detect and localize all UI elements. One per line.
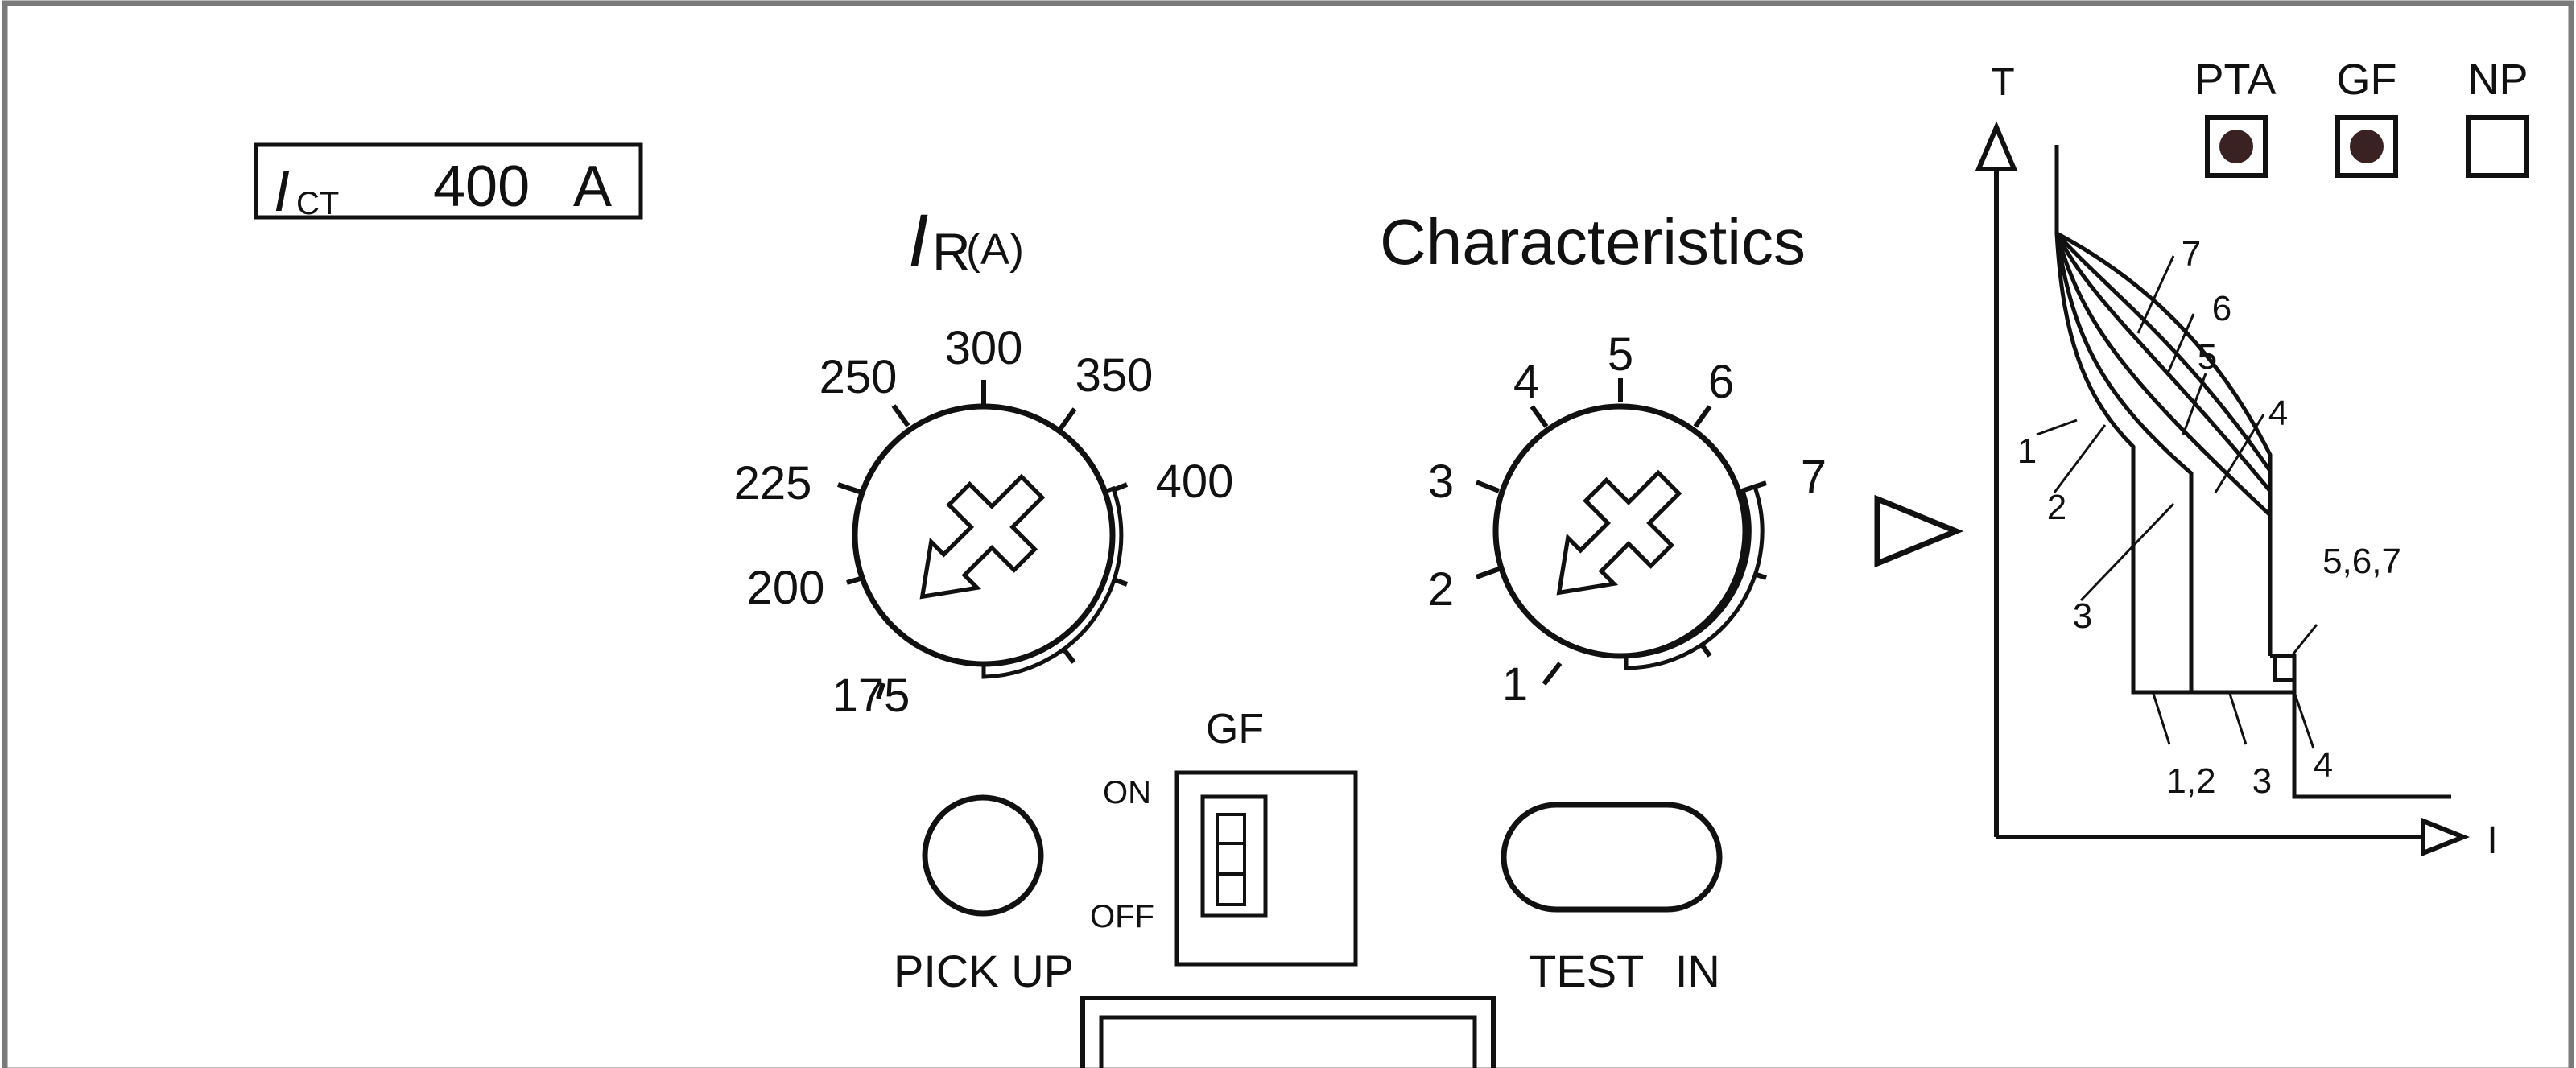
gf-switch-on-label: ON — [1103, 775, 1151, 810]
ir-title-subscript: R — [932, 222, 971, 282]
nameplate-box — [254, 142, 643, 220]
bottom-label-4: 4 — [2314, 745, 2333, 785]
leader-4 — [2214, 414, 2265, 493]
graph-leaders — [2036, 255, 2318, 749]
ir-tick-250 — [891, 404, 910, 427]
ir-tick-label-400: 400 — [1156, 456, 1234, 508]
test-in-button[interactable] — [1501, 802, 1723, 913]
char-tick-label-7: 7 — [1801, 451, 1827, 503]
bottom-label-3: 3 — [2252, 761, 2272, 801]
ir-tick-225 — [837, 482, 863, 495]
ir-tick-350 — [1056, 407, 1077, 433]
indicator-pta: PTA — [2194, 56, 2277, 178]
leader-5 — [2182, 373, 2207, 435]
curve-label-3: 3 — [2073, 596, 2092, 636]
ir-tick-label-300: 300 — [945, 322, 1023, 374]
ir-tick-175 — [876, 682, 886, 699]
curve-7 — [2055, 231, 2273, 515]
char-tick-label-3: 3 — [1428, 456, 1454, 508]
char-dial-scale-arc — [1624, 484, 1765, 670]
char-tick-label-2: 2 — [1428, 563, 1454, 616]
curve-label-2: 2 — [2047, 488, 2066, 527]
graph-x-arrow-icon — [2421, 817, 2471, 857]
leader-b3 — [2228, 693, 2248, 745]
curve-label-1: 1 — [2017, 431, 2037, 471]
leader-2 — [2053, 424, 2107, 493]
tc-graph: T I 1 2 — [1975, 61, 2498, 862]
ir-dial-section: I R (A) 175 200 225 250 300 350 400 — [734, 200, 1234, 722]
nameplate-value: 400 — [433, 155, 530, 219]
indicator-gf-led — [2350, 130, 2384, 163]
nameplate-subscript: CT — [296, 186, 339, 221]
char-tick-label-6: 6 — [1708, 356, 1734, 408]
connector-inner — [1099, 1015, 1477, 1068]
curve-5 — [2054, 232, 2272, 493]
curve-label-5: 5 — [2198, 337, 2217, 377]
ir-tick-label-250: 250 — [819, 351, 898, 403]
curve-label-6: 6 — [2212, 289, 2231, 328]
connector-outer — [1080, 996, 1496, 1068]
nameplate-symbol: I — [274, 159, 290, 224]
triangle-arrow-icon — [1874, 494, 1964, 568]
nameplate-unit: A — [573, 155, 612, 219]
curve-6 — [2055, 232, 2273, 472]
indicator-gf: GF — [2335, 56, 2398, 178]
leader-1 — [2036, 419, 2078, 436]
curve-label-7: 7 — [2182, 234, 2201, 274]
ir-title-unit: (A) — [966, 225, 1024, 274]
test-in-label: TEST IN — [1529, 946, 1720, 996]
char-tick-3 — [1475, 480, 1501, 493]
indicator-np-label: NP — [2467, 56, 2528, 104]
curve-2-3 — [2054, 233, 2194, 692]
step-label-567: 5,6,7 — [2322, 542, 2401, 581]
ir-tick-label-350: 350 — [1075, 349, 1154, 402]
char-tick-1 — [1542, 662, 1563, 686]
pickup-label: PICK UP — [894, 946, 1074, 996]
curve-step-box — [2273, 654, 2297, 682]
char-dial-section: Characteristics 1 2 3 4 5 6 7 — [1380, 206, 1827, 711]
leader-6 — [2165, 313, 2195, 376]
graph-y-axis-label: T — [1991, 61, 2014, 104]
ir-tick-label-225: 225 — [734, 457, 812, 509]
curve-1 — [2054, 145, 2294, 695]
indicator-np: NP — [2466, 56, 2529, 178]
indicator-pta-label: PTA — [2194, 56, 2276, 104]
curve-4 — [2054, 233, 2273, 656]
char-tick-6 — [1693, 405, 1712, 428]
ir-tick-label-175: 175 — [832, 670, 910, 722]
pickup-button[interactable] — [922, 794, 1044, 917]
bottom-label-12: 1,2 — [2166, 761, 2215, 801]
ict-nameplate: I CT 400 A — [254, 142, 643, 224]
leader-b12 — [2152, 693, 2171, 745]
gf-switch: GF ON OFF — [1090, 706, 1358, 967]
graph-y-arrow-icon — [1975, 121, 2018, 171]
indicator-pta-led — [2219, 130, 2253, 163]
char-tick-label-4: 4 — [1513, 356, 1539, 408]
char-tick-label-5: 5 — [1608, 328, 1633, 381]
graph-x-axis-label: I — [2487, 819, 2497, 862]
curve-label-4: 4 — [2268, 394, 2288, 433]
ir-tick-label-200: 200 — [747, 562, 825, 614]
ir-dial-arrow-icon — [919, 473, 1046, 600]
leader-b4 — [2293, 691, 2315, 749]
leader-3 — [2079, 502, 2175, 602]
indicator-gf-label: GF — [2337, 56, 2397, 104]
gf-switch-toggle[interactable] — [1216, 813, 1246, 906]
ir-title-symbol: I — [908, 200, 929, 282]
char-title: Characteristics — [1380, 206, 1806, 278]
leader-7 — [2136, 255, 2175, 334]
char-dial-arrow-icon — [1556, 469, 1682, 596]
char-tick-4 — [1530, 405, 1549, 428]
gf-switch-title: GF — [1206, 706, 1264, 753]
gf-switch-off-label: OFF — [1090, 899, 1154, 934]
indicator-np-box — [2466, 115, 2529, 178]
char-tick-label-1: 1 — [1502, 658, 1528, 711]
char-tick-2 — [1475, 567, 1501, 579]
leader-567 — [2289, 624, 2318, 658]
graph-curves — [2054, 145, 2451, 799]
